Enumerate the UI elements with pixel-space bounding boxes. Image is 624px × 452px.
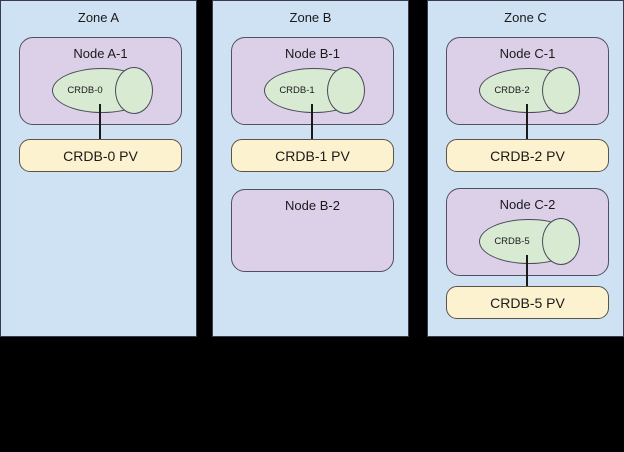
- pv-label-crdb-5: CRDB-5 PV: [490, 294, 565, 311]
- node-title-c-1: Node C-1: [499, 46, 556, 61]
- connector-node-c-1-to-pv: [526, 104, 528, 139]
- cylinder-cap: [542, 218, 580, 265]
- zone-title-c: Zone C: [504, 10, 547, 25]
- database-cylinder-crdb-0[interactable]: CRDB-0: [52, 67, 153, 114]
- connector-node-c-2-to-pv: [526, 255, 528, 286]
- zone-container-c[interactable]: Zone C Node C-1 CRDB-2 CRDB-2 PV Node C-…: [427, 0, 624, 337]
- zone-title-b: Zone B: [289, 10, 332, 25]
- cylinder-cap: [115, 67, 153, 114]
- pv-box-crdb-2[interactable]: CRDB-2 PV: [446, 139, 609, 172]
- zone-container-a[interactable]: Zone A Node A-1 CRDB-0 CRDB-0 PV: [0, 0, 197, 337]
- database-label-crdb-0: CRDB-0: [67, 84, 103, 96]
- pv-box-crdb-1[interactable]: CRDB-1 PV: [231, 139, 394, 172]
- database-label-crdb-1: CRDB-1: [279, 84, 315, 96]
- database-cylinder-crdb-1[interactable]: CRDB-1: [264, 67, 365, 114]
- node-title-a-1: Node A-1: [73, 46, 128, 61]
- database-label-crdb-5: CRDB-5: [494, 235, 530, 247]
- pv-label-crdb-0: CRDB-0 PV: [63, 147, 138, 164]
- node-title-c-2: Node C-2: [499, 197, 556, 212]
- pv-label-crdb-1: CRDB-1 PV: [275, 147, 350, 164]
- cylinder-cap: [327, 67, 365, 114]
- zone-title-a: Zone A: [77, 10, 120, 25]
- pv-box-crdb-0[interactable]: CRDB-0 PV: [19, 139, 182, 172]
- node-title-b-1: Node B-1: [285, 46, 340, 61]
- pv-box-crdb-5[interactable]: CRDB-5 PV: [446, 286, 609, 319]
- node-box-c-1[interactable]: Node C-1 CRDB-2: [446, 37, 609, 125]
- database-label-crdb-2: CRDB-2: [494, 84, 530, 96]
- node-box-b-2[interactable]: Node B-2: [231, 189, 394, 272]
- pv-label-crdb-2: CRDB-2 PV: [490, 147, 565, 164]
- zone-container-b[interactable]: Zone B Node B-1 CRDB-1 CRDB-1 PV Node B-…: [212, 0, 409, 337]
- node-box-b-1[interactable]: Node B-1 CRDB-1: [231, 37, 394, 125]
- connector-node-a-1-to-pv: [99, 104, 101, 139]
- database-cylinder-crdb-5[interactable]: CRDB-5: [479, 218, 580, 265]
- database-cylinder-crdb-2[interactable]: CRDB-2: [479, 67, 580, 114]
- connector-node-b-1-to-pv: [311, 104, 313, 139]
- cylinder-cap: [542, 67, 580, 114]
- node-title-b-2: Node B-2: [285, 198, 340, 213]
